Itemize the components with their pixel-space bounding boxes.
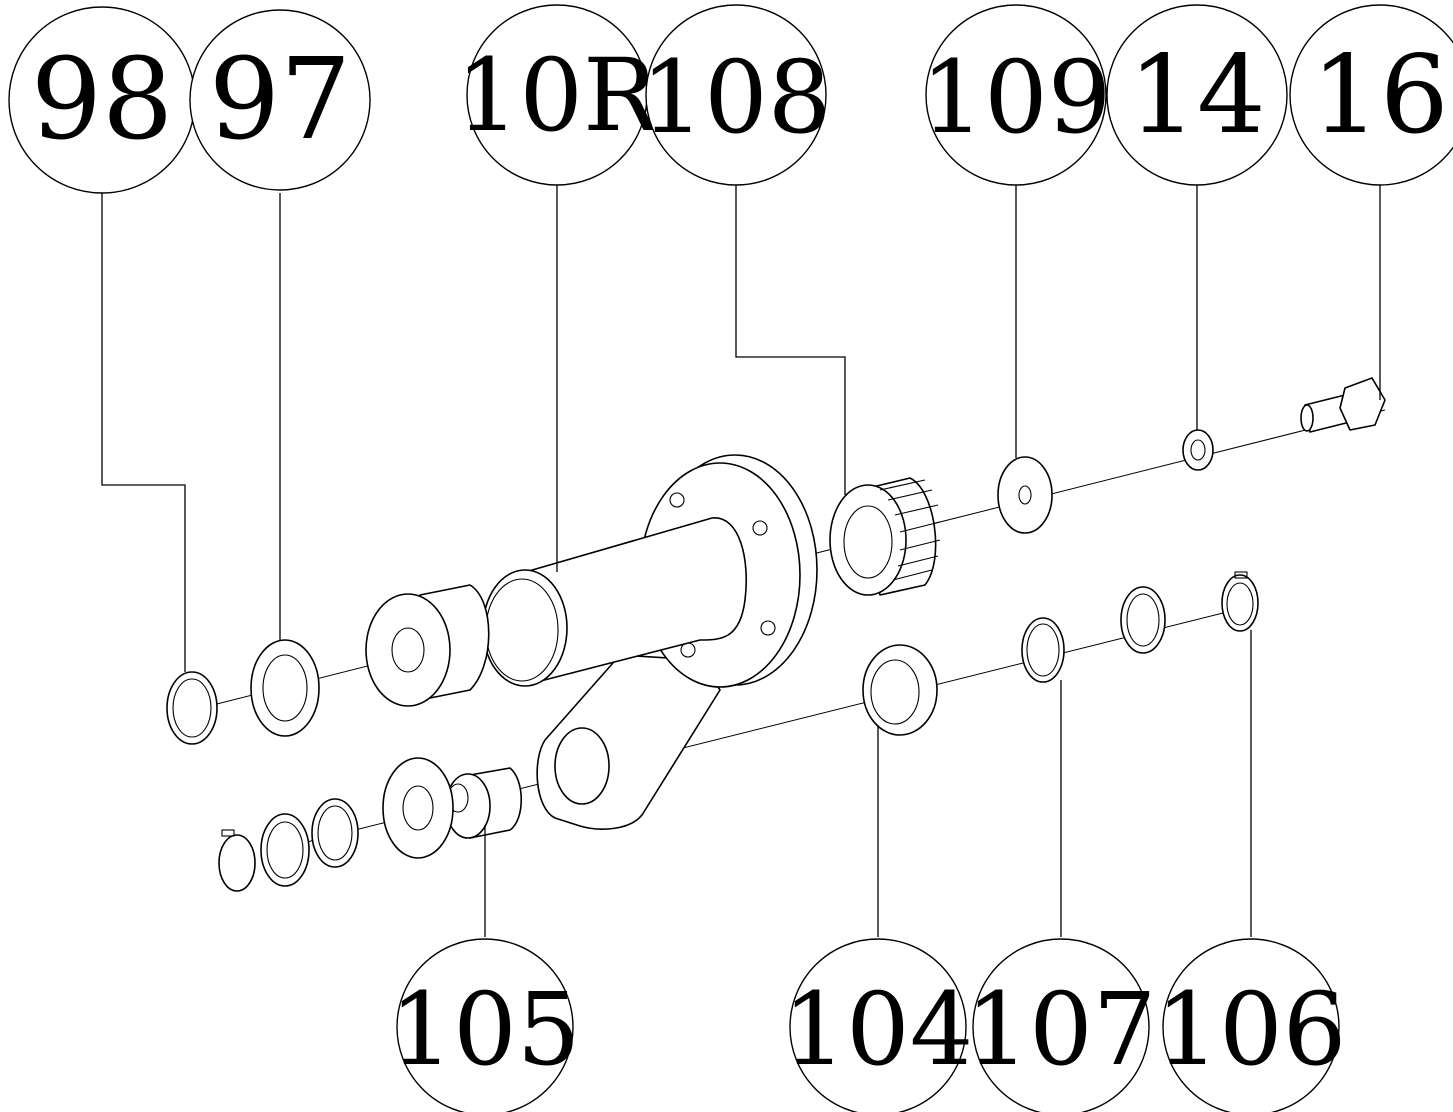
- bushing-104-flange: [862, 644, 938, 736]
- circlip-106-inner: [1226, 582, 1254, 626]
- part-bushing-104: [862, 644, 938, 736]
- lower-ring-a-inner: [317, 805, 353, 861]
- part-hub-10R: [482, 454, 818, 830]
- balloon-label-106: 106: [1156, 971, 1347, 1088]
- flange-bolt-hole: [752, 520, 768, 536]
- part-bolt-16: [1300, 377, 1386, 433]
- bolt-head: [1339, 377, 1386, 431]
- hub-tube: [514, 517, 748, 686]
- balloon-104: 104: [783, 938, 974, 1112]
- circlip-106-ears: [1234, 571, 1248, 579]
- part-bushing-105: [445, 767, 522, 839]
- lower-bushing-face: [382, 757, 454, 859]
- balloon-105: 105: [390, 938, 581, 1112]
- ring-upper-right: [1120, 586, 1166, 654]
- upper-spline-bushing: [365, 584, 490, 707]
- part-spline-hub-108: [829, 477, 941, 596]
- lower-ring-a: [311, 798, 359, 868]
- balloon-109: 109: [921, 4, 1112, 186]
- balloon-label-16: 16: [1311, 33, 1448, 158]
- balloon-106: 106: [1156, 938, 1347, 1112]
- upper-bushing-bore: [391, 627, 425, 673]
- lower-spline-bushing: [382, 757, 454, 859]
- lower-bushing-bore: [402, 785, 434, 831]
- part-ring-98: [166, 671, 218, 745]
- lock-washer-outer: [1182, 429, 1214, 471]
- leader-108: [735, 185, 846, 495]
- balloon-label-98: 98: [31, 35, 174, 165]
- ring-98-outer: [166, 671, 218, 745]
- balloon-label-97: 97: [209, 35, 352, 165]
- balloon-label-109: 109: [921, 39, 1112, 156]
- balloon-label-108: 108: [641, 39, 832, 156]
- lower-circlip-ears: [221, 829, 235, 837]
- bushing-104-bore: [870, 659, 920, 725]
- balloon-label-105: 105: [390, 971, 581, 1088]
- part-washer-109: [997, 456, 1053, 534]
- ring-ur-inner: [1126, 593, 1160, 647]
- balloon-10R: 10R: [456, 4, 661, 186]
- balloon-97: 97: [189, 9, 371, 191]
- spline-hub-face: [829, 484, 907, 596]
- lower-ring-b: [260, 813, 310, 887]
- lock-washer-inner: [1190, 439, 1206, 461]
- balloon-14: 14: [1106, 4, 1288, 186]
- upper-bushing-face: [365, 593, 451, 707]
- flange-bolt-hole: [760, 620, 776, 636]
- balloon-label-10R: 10R: [456, 37, 661, 154]
- balloon-label-104: 104: [783, 971, 974, 1088]
- balloon-label-14: 14: [1128, 33, 1265, 158]
- balloon-label-107: 107: [966, 971, 1157, 1088]
- part-ring-107: [1021, 617, 1065, 683]
- lower-circlip: [218, 834, 256, 892]
- balloon-108: 108: [641, 4, 832, 186]
- part-lock-washer-14: [1182, 429, 1214, 471]
- ring-98-inner: [172, 678, 212, 738]
- ring-ur-outer: [1120, 586, 1166, 654]
- washer-109-face: [997, 456, 1053, 534]
- washer-109-hole: [1018, 485, 1032, 505]
- balloon-107: 107: [966, 938, 1157, 1112]
- washer-97-outer: [250, 639, 320, 737]
- spline-teeth: [879, 479, 941, 581]
- washer-97-inner: [262, 654, 308, 722]
- spline-hub-bore: [843, 505, 893, 579]
- ring-107-inner: [1026, 623, 1060, 677]
- balloon-16: 16: [1289, 4, 1453, 186]
- part-circlip-106: [1221, 571, 1259, 632]
- lower-rings: [218, 798, 359, 892]
- part-washer-97: [250, 639, 320, 737]
- leader-98: [101, 193, 186, 672]
- arm-hole: [554, 727, 610, 805]
- lower-ring-b-inner: [266, 821, 304, 879]
- flange-bolt-hole: [669, 492, 685, 508]
- tube-end: [482, 569, 568, 687]
- bolt-tip: [1300, 404, 1314, 432]
- ring-107-outer: [1021, 617, 1065, 683]
- balloon-98: 98: [8, 6, 196, 194]
